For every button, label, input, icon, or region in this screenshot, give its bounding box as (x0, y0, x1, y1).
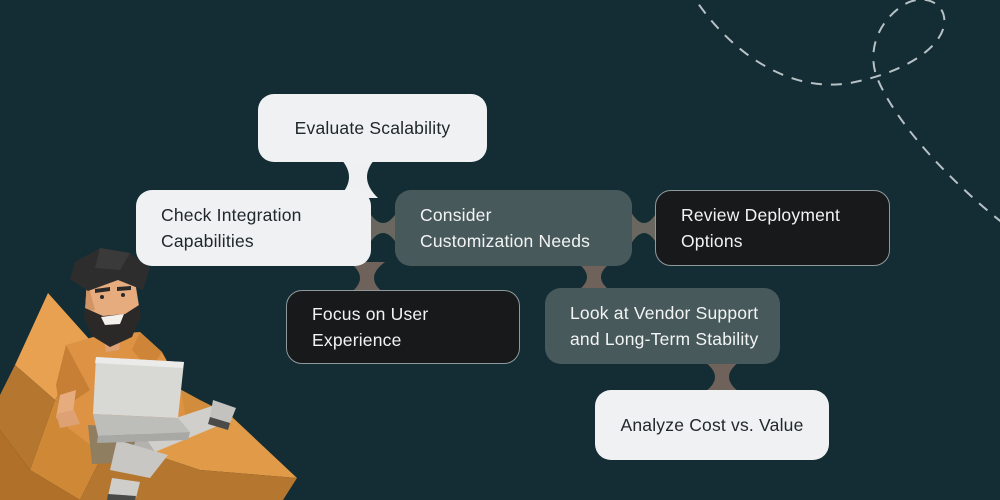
card-label: Capabilities (161, 231, 254, 251)
connector-customization-to-vendor (576, 262, 612, 292)
card-vendor-support: Look at Vendor Support and Long-Term Sta… (545, 288, 780, 364)
card-review-deployment: Review Deployment Options (655, 190, 890, 266)
character-illustration (0, 248, 297, 500)
card-check-integration: Check Integration Capabilities (136, 190, 371, 266)
card-label: Customization Needs (420, 231, 591, 251)
connector-check-to-customization (369, 212, 397, 244)
card-label: Analyze Cost vs. Value (620, 414, 804, 435)
card-focus-user-experience: Focus on User Experience (286, 290, 520, 364)
connector-check-to-focus (349, 262, 385, 294)
card-analyze-cost: Analyze Cost vs. Value (595, 390, 829, 460)
connector-customization-to-deployment (631, 212, 657, 244)
laptop-icon (93, 357, 190, 443)
card-label: and Long-Term Stability (570, 329, 759, 349)
connector-evaluate-to-check (338, 156, 378, 198)
card-label: Check Integration (161, 204, 302, 225)
card-consider-customization: Consider Customization Needs (395, 190, 632, 266)
connector-vendor-to-cost (702, 360, 742, 394)
card-label: Evaluate Scalability (294, 117, 451, 138)
dashed-loop-icon (694, 0, 1000, 223)
card-evaluate-scalability: Evaluate Scalability (258, 94, 487, 162)
card-label: Look at Vendor Support (570, 302, 759, 323)
card-label: Consider (420, 204, 492, 225)
card-label: Focus on User (312, 303, 429, 324)
card-label: Experience (312, 330, 402, 350)
card-label: Review Deployment (681, 204, 841, 225)
card-label: Options (681, 231, 743, 251)
